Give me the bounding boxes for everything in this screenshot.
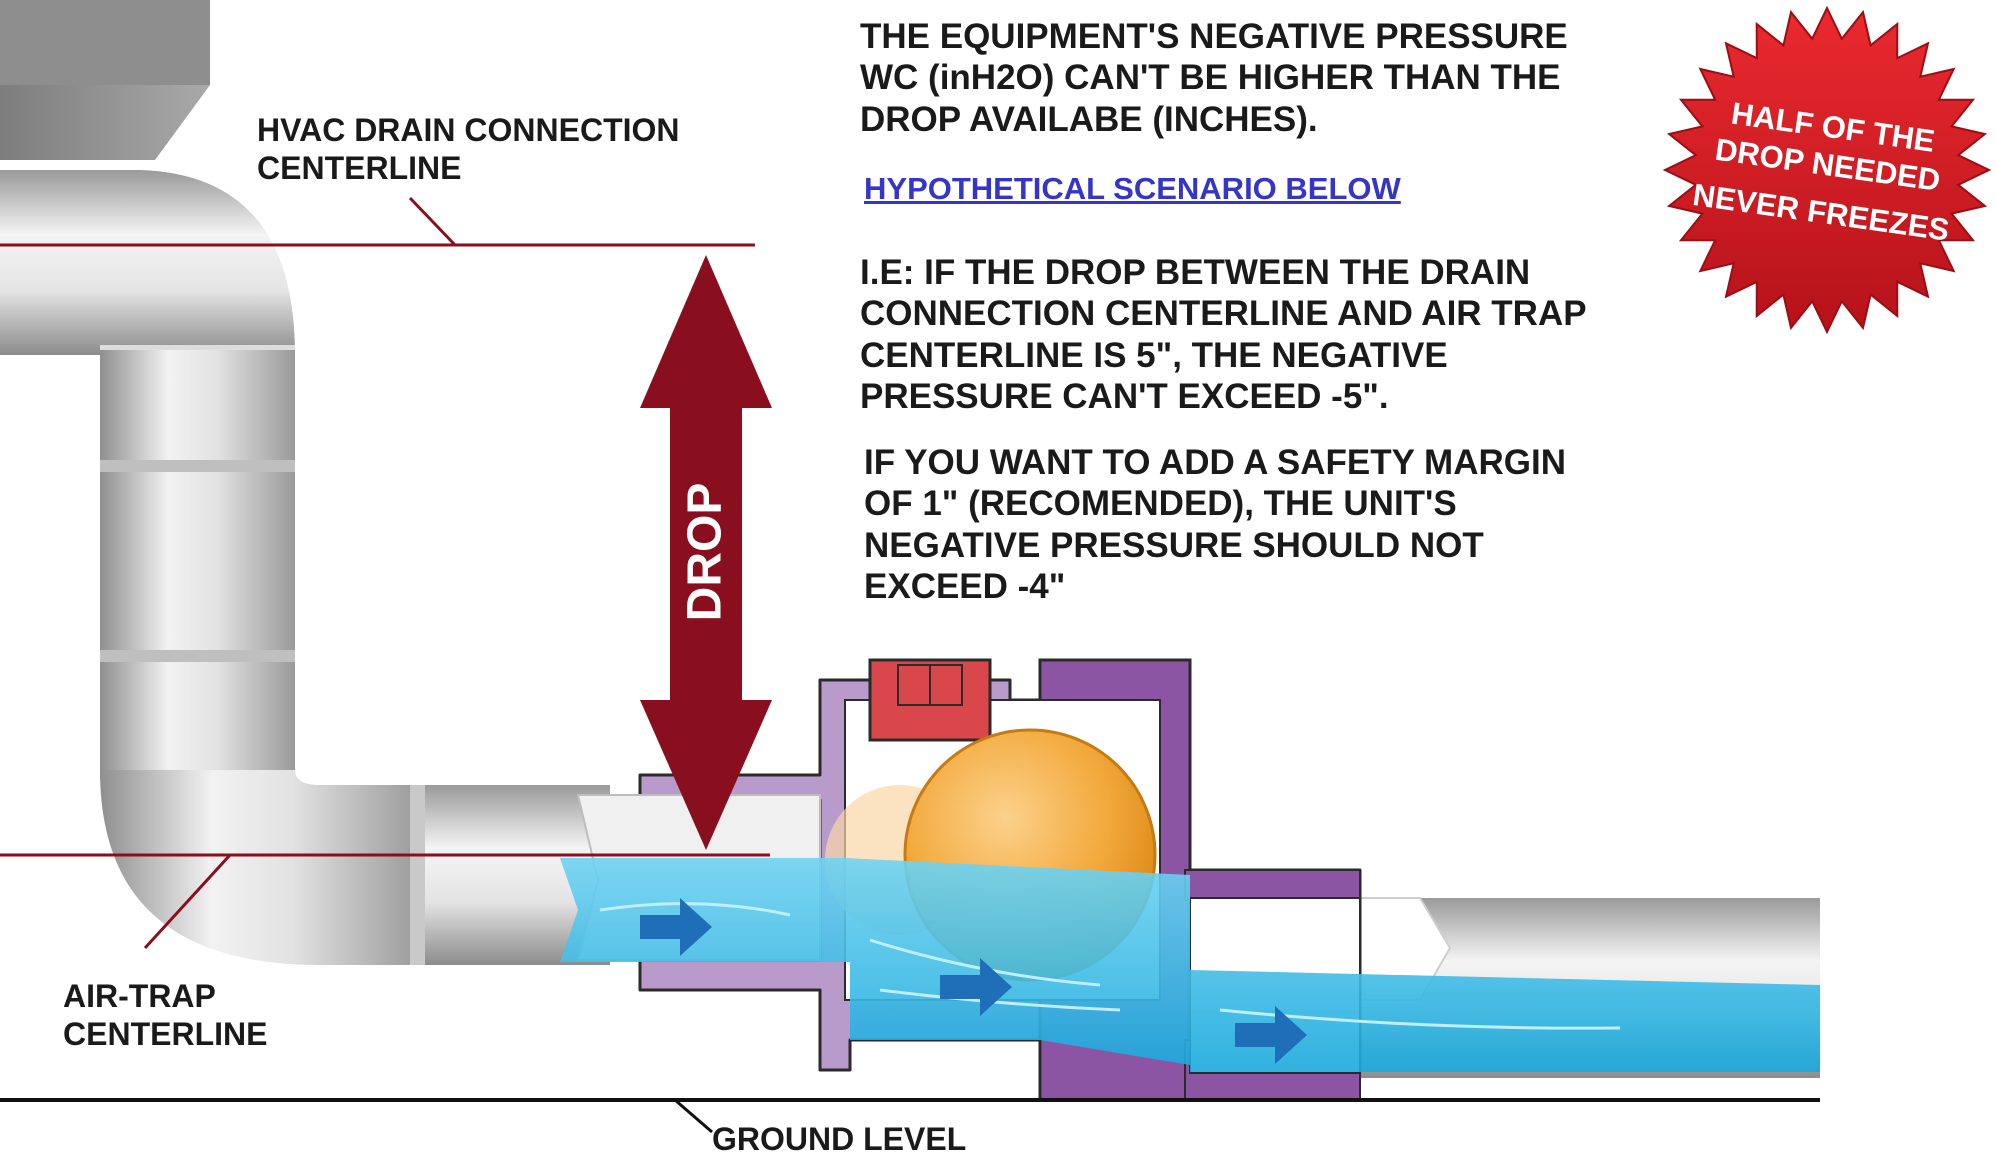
airtrap-label-line2: CENTERLINE [63, 1015, 268, 1052]
info-paragraph-2: I.E: IF THE DROP BETWEEN THE DRAIN CONNE… [860, 252, 1587, 417]
info-paragraph-3: IF YOU WANT TO ADD A SAFETY MARGIN OF 1"… [864, 442, 1566, 607]
airtrap-centerline [0, 853, 770, 950]
info-p1-line3: DROP AVAILABE (INCHES). [860, 99, 1318, 139]
flow-arrow-icon [940, 958, 1012, 1016]
drop-label: DROP [678, 482, 732, 622]
flow-arrow-icon [1235, 1006, 1307, 1064]
info-p2-line4: PRESSURE CAN'T EXCEED -5". [860, 376, 1389, 416]
airtrap-centerline-label: AIR-TRAP CENTERLINE [63, 978, 267, 1054]
water-flow [560, 858, 1820, 1072]
hypothetical-scenario-link[interactable]: HYPOTHETICAL SCENARIO BELOW [864, 171, 1401, 206]
info-p2-line1: I.E: IF THE DROP BETWEEN THE DRAIN [860, 253, 1531, 292]
hvac-centerline [0, 196, 755, 247]
hvac-unit [0, 0, 210, 160]
info-p1-line2: WC (inH2O) CAN'T BE HIGHER THAN THE [860, 58, 1561, 98]
airtrap-label-line1: AIR-TRAP [63, 978, 216, 1014]
info-p1-line1: THE EQUIPMENT'S NEGATIVE PRESSURE [860, 17, 1568, 56]
badge-starburst [1662, 5, 1992, 335]
info-p3-line2: OF 1" (RECOMENDED), THE UNIT'S [864, 484, 1457, 524]
drain-pipe [0, 170, 610, 965]
hvac-label-line1: HVAC DRAIN CONNECTION [257, 112, 680, 148]
flow-arrow-icon [640, 898, 712, 956]
info-paragraph-1: THE EQUIPMENT'S NEGATIVE PRESSURE WC (in… [860, 16, 1568, 140]
info-p3-line3: NEGATIVE PRESSURE SHOULD NOT [864, 525, 1484, 565]
hvac-centerline-label: HVAC DRAIN CONNECTION CENTERLINE [257, 112, 680, 188]
ground-line [0, 1098, 1820, 1134]
info-p3-line4: EXCEED -4" [864, 566, 1066, 606]
info-p3-line1: IF YOU WANT TO ADD A SAFETY MARGIN [864, 443, 1566, 482]
hvac-label-line2: CENTERLINE [257, 149, 462, 186]
ground-level-label: GROUND LEVEL [712, 1121, 967, 1157]
info-p2-line2: CONNECTION CENTERLINE AND AIR TRAP [860, 294, 1587, 334]
info-p2-line3: CENTERLINE IS 5", THE NEGATIVE [860, 335, 1448, 375]
drop-arrow [640, 255, 772, 850]
cleanout-plug [868, 658, 992, 742]
